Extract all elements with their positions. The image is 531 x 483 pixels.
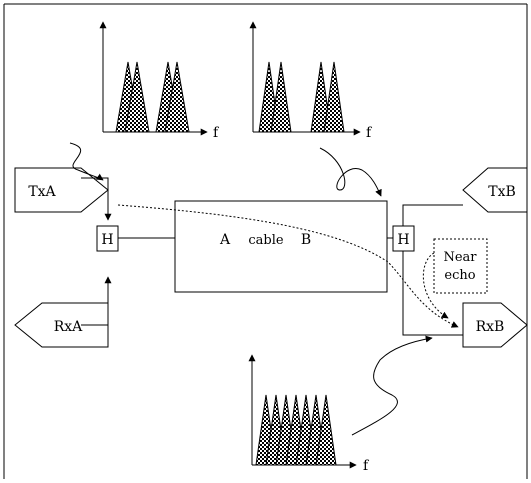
- near-echo-path: [422, 252, 449, 319]
- cable-box: A cable B: [174, 200, 388, 293]
- spectrum-2-f-label: f: [366, 125, 373, 141]
- hybrid-left: H: [96, 225, 119, 252]
- spectrum-3-peak-7: [315, 394, 337, 466]
- spectrum-2-peak-4: [323, 61, 345, 133]
- tx-b-to-hybrid-line: [402, 204, 463, 226]
- far-echo-path: [117, 204, 459, 328]
- tx-b-label: TxB: [488, 184, 516, 200]
- hybrid-left-label: H: [101, 232, 113, 248]
- rx-b-block: RxB: [462, 302, 528, 348]
- spectrum-1-peak-2: [124, 61, 150, 133]
- cable-b-label: B: [301, 232, 311, 248]
- hybrid-right: H: [392, 225, 415, 252]
- hybrid-right-label: H: [397, 232, 409, 248]
- rx-a-label: RxA: [54, 319, 83, 335]
- near-echo-label-2: echo: [444, 268, 475, 283]
- hybrid-to-rx-a-line: [81, 276, 112, 326]
- spectrum-2-peak-2: [270, 61, 292, 133]
- spectrum-3-f-label: f: [363, 458, 370, 474]
- rx-b-label: RxB: [476, 319, 505, 335]
- rx-a-block: RxA: [14, 302, 109, 348]
- near-echo-label-1: Near: [443, 250, 477, 265]
- wavy-arrow-spectrum-1: [69, 142, 104, 181]
- spectrum-1-f-label: f: [213, 125, 220, 141]
- spectrum-plot-3: f: [248, 354, 370, 474]
- tx-b-block: TxB: [462, 167, 528, 213]
- spectrum-plot-2: f: [249, 21, 373, 141]
- near-echo-box: Near echo: [433, 238, 488, 294]
- tx-a-label: TxA: [28, 184, 56, 200]
- spectrum-plot-1: f: [99, 21, 220, 141]
- cable-a-label: A: [219, 232, 231, 248]
- tx-a-to-hybrid-line: [81, 177, 112, 221]
- cable-label: cable: [248, 233, 284, 248]
- wavy-arrow-spectrum-2: [319, 147, 382, 197]
- tx-a-block: TxA: [14, 167, 109, 213]
- wavy-arrow-spectrum-3: [351, 335, 433, 436]
- spectrum-1-peak-4: [164, 61, 190, 133]
